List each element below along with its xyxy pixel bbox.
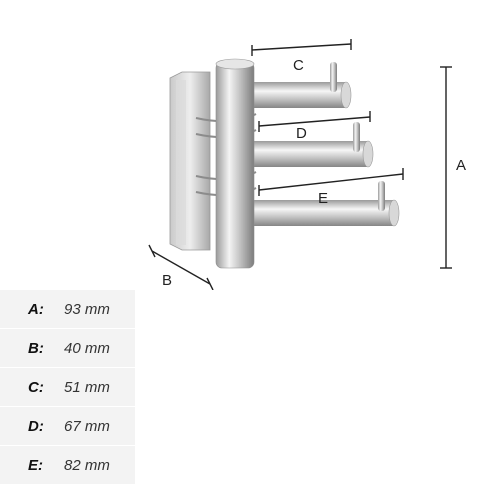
- spec-key: C:: [28, 378, 44, 396]
- spec-value: 82 mm: [64, 456, 110, 474]
- spec-row-c: C: 51 mm: [0, 368, 135, 406]
- dimension-a: [440, 66, 452, 269]
- spec-value: 40 mm: [64, 339, 110, 357]
- hook-arm-top: [252, 62, 352, 109]
- hook-arm-middle: [252, 122, 374, 168]
- wall-plate: [169, 71, 211, 251]
- spec-row-d: D: 67 mm: [0, 407, 135, 445]
- dimension-label-c: C: [293, 57, 304, 74]
- dimension-b: [148, 244, 214, 290]
- dimension-label-b: B: [162, 272, 172, 289]
- spec-key: D:: [28, 417, 44, 435]
- spec-key: B:: [28, 339, 44, 357]
- spec-value: 93 mm: [64, 300, 110, 318]
- product-diagram: C D E A B: [148, 39, 466, 290]
- main-column: [215, 58, 255, 269]
- dimension-d: [258, 111, 371, 132]
- spec-row-b: B: 40 mm: [0, 329, 135, 367]
- spec-row-e: E: 82 mm: [0, 446, 135, 484]
- spec-value: 67 mm: [64, 417, 110, 435]
- hook-arm-bottom: [252, 181, 400, 227]
- spec-value: 51 mm: [64, 378, 110, 396]
- spec-row-a: A: 93 mm: [0, 290, 135, 328]
- dimension-c: [251, 39, 352, 56]
- dimension-label-d: D: [296, 125, 307, 142]
- spec-key: E:: [28, 456, 43, 474]
- dimension-label-a: A: [456, 157, 466, 174]
- dimension-e: [258, 168, 404, 196]
- dimension-label-e: E: [318, 190, 328, 207]
- spec-key: A:: [28, 300, 44, 318]
- dimension-spec-list: A: 93 mm B: 40 mm C: 51 mm D: 67 mm E: 8…: [0, 290, 135, 485]
